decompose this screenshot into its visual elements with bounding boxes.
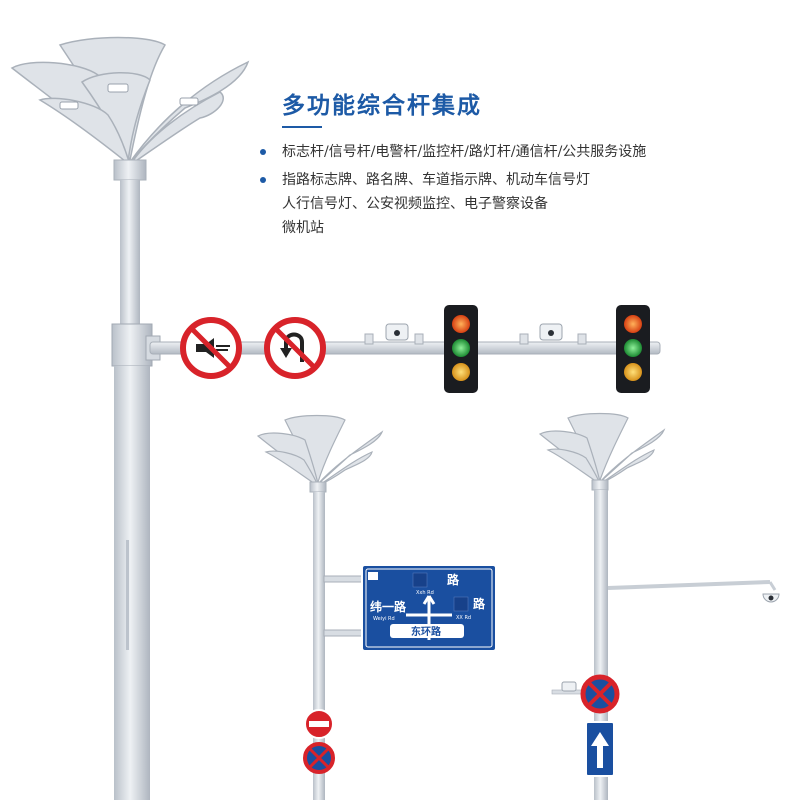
main-lamp-diodes	[59, 83, 199, 110]
feature-line: 指路标志牌、路名牌、车道指示牌、机动车信号灯	[282, 172, 590, 188]
no-parking-icon	[303, 742, 335, 774]
guide-top-road: 路	[447, 572, 460, 587]
guide-left-road-en: Weiyi Rd	[373, 616, 395, 622]
camera-icon	[762, 593, 780, 603]
guide-bottom-road: 东环路	[411, 625, 442, 638]
traffic-light-icon	[616, 305, 650, 393]
traffic-light-icon	[444, 305, 478, 393]
bullet-dot	[260, 177, 266, 183]
guide-sign: 路 Xxh Rd 纬一路 Weiyi Rd 路 XX Rd 东环路	[361, 564, 497, 652]
guide-right-road-en: XX Rd	[456, 615, 471, 621]
main-lamp-head	[10, 36, 250, 168]
right-pole	[538, 412, 777, 800]
feature-line: 人行信号灯、公安视频监控、电子警察设备	[282, 196, 548, 212]
page-title: 多功能综合杆集成	[282, 92, 482, 119]
bullet-dot	[260, 149, 266, 155]
camera-icon	[539, 323, 563, 341]
no-horn-icon	[180, 317, 242, 379]
guide-left-road: 纬一路	[370, 599, 407, 614]
title-underline	[282, 126, 322, 128]
no-u-turn-icon	[264, 317, 326, 379]
feature-item: 标志杆/信号杆/电警杆/监控杆/路灯杆/通信杆/公共服务设施	[258, 140, 646, 164]
feature-line: 标志杆/信号杆/电警杆/监控杆/路灯杆/通信杆/公共服务设施	[282, 144, 647, 160]
straight-arrow-icon	[585, 721, 615, 777]
guide-top-road-en: Xxh Rd	[416, 590, 434, 596]
no-parking-icon	[580, 674, 620, 714]
guide-right-road: 路	[473, 596, 486, 611]
feature-line: 微机站	[282, 220, 324, 236]
main-pole	[10, 36, 250, 800]
camera-icon	[561, 681, 577, 692]
feature-list: 标志杆/信号杆/电警杆/监控杆/路灯杆/通信杆/公共服务设施 指路标志牌、路名牌…	[258, 140, 646, 244]
no-entry-icon	[304, 709, 334, 739]
feature-item: 指路标志牌、路名牌、车道指示牌、机动车信号灯 人行信号灯、公安视频监控、电子警察…	[258, 168, 646, 240]
camera-icon	[385, 323, 409, 341]
